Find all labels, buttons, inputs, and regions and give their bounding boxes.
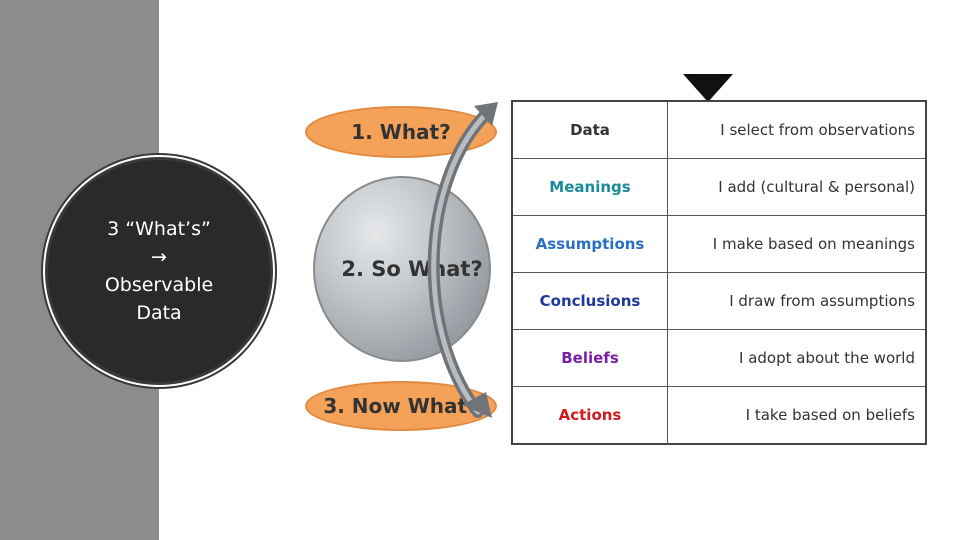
ladder-term: Assumptions: [511, 215, 668, 273]
ladder-term: Actions: [511, 386, 668, 445]
so-what-sky-circle: 2. So What?: [313, 176, 491, 362]
title-circle: 3 “What’s” → Observable Data: [45, 157, 273, 385]
ladder-description: I take based on beliefs: [667, 386, 927, 445]
ladder-description: I select from observations: [667, 100, 927, 159]
ladder-description: I make based on meanings: [667, 215, 927, 273]
ladder-term: Meanings: [511, 158, 668, 216]
ladder-description: I draw from assumptions: [667, 272, 927, 330]
now-what-label: 3. Now What?: [323, 394, 479, 418]
curved-arrow-icon: [427, 102, 498, 418]
so-what-label: 2. So What?: [341, 257, 483, 281]
ladder-description: I add (cultural & personal): [667, 158, 927, 216]
title-line-1: 3 “What’s”: [107, 218, 211, 240]
ladder-term: Beliefs: [511, 329, 668, 387]
funnel-triangle-icon: [683, 74, 733, 102]
arrow-right-icon: →: [151, 246, 167, 268]
ladder-term: Data: [511, 100, 668, 159]
what-label: 1. What?: [351, 120, 451, 144]
ladder-description: I adopt about the world: [667, 329, 927, 387]
title-line-2: Observable: [104, 274, 214, 296]
title-line-3: Data: [136, 302, 182, 324]
ladder-term: Conclusions: [511, 272, 668, 330]
